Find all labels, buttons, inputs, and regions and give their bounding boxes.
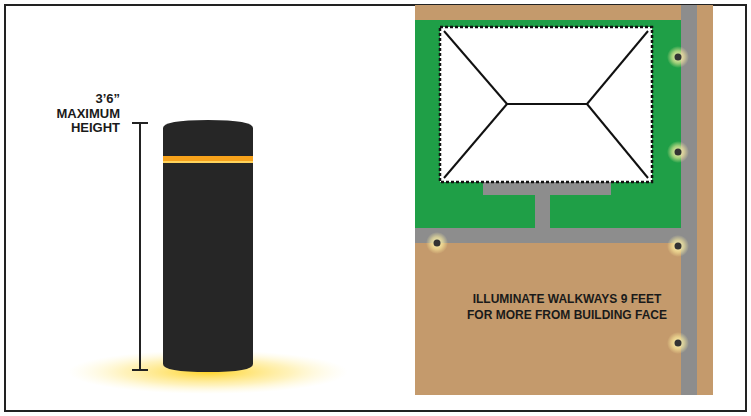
dimension-tick (132, 122, 148, 124)
light-band-glow (163, 161, 253, 163)
lawn (415, 20, 681, 228)
dimension-tick (132, 369, 148, 371)
dimension-label: 3’6” (10, 92, 120, 106)
light-fixtures (426, 46, 689, 354)
porch (483, 182, 611, 195)
building (440, 27, 652, 182)
light-band (163, 156, 253, 162)
path-stem (535, 195, 550, 228)
note-text: ILLUMINATE WALKWAYS 9 FEET FOR MORE FROM… (462, 292, 672, 323)
bollard (163, 120, 253, 372)
walkway (415, 228, 697, 243)
dimension-label: MAXIMUM HEIGHT (30, 107, 120, 136)
frame (5, 5, 746, 411)
roof-lines (444, 31, 648, 178)
dimension-line (139, 123, 141, 370)
lot (415, 5, 713, 395)
